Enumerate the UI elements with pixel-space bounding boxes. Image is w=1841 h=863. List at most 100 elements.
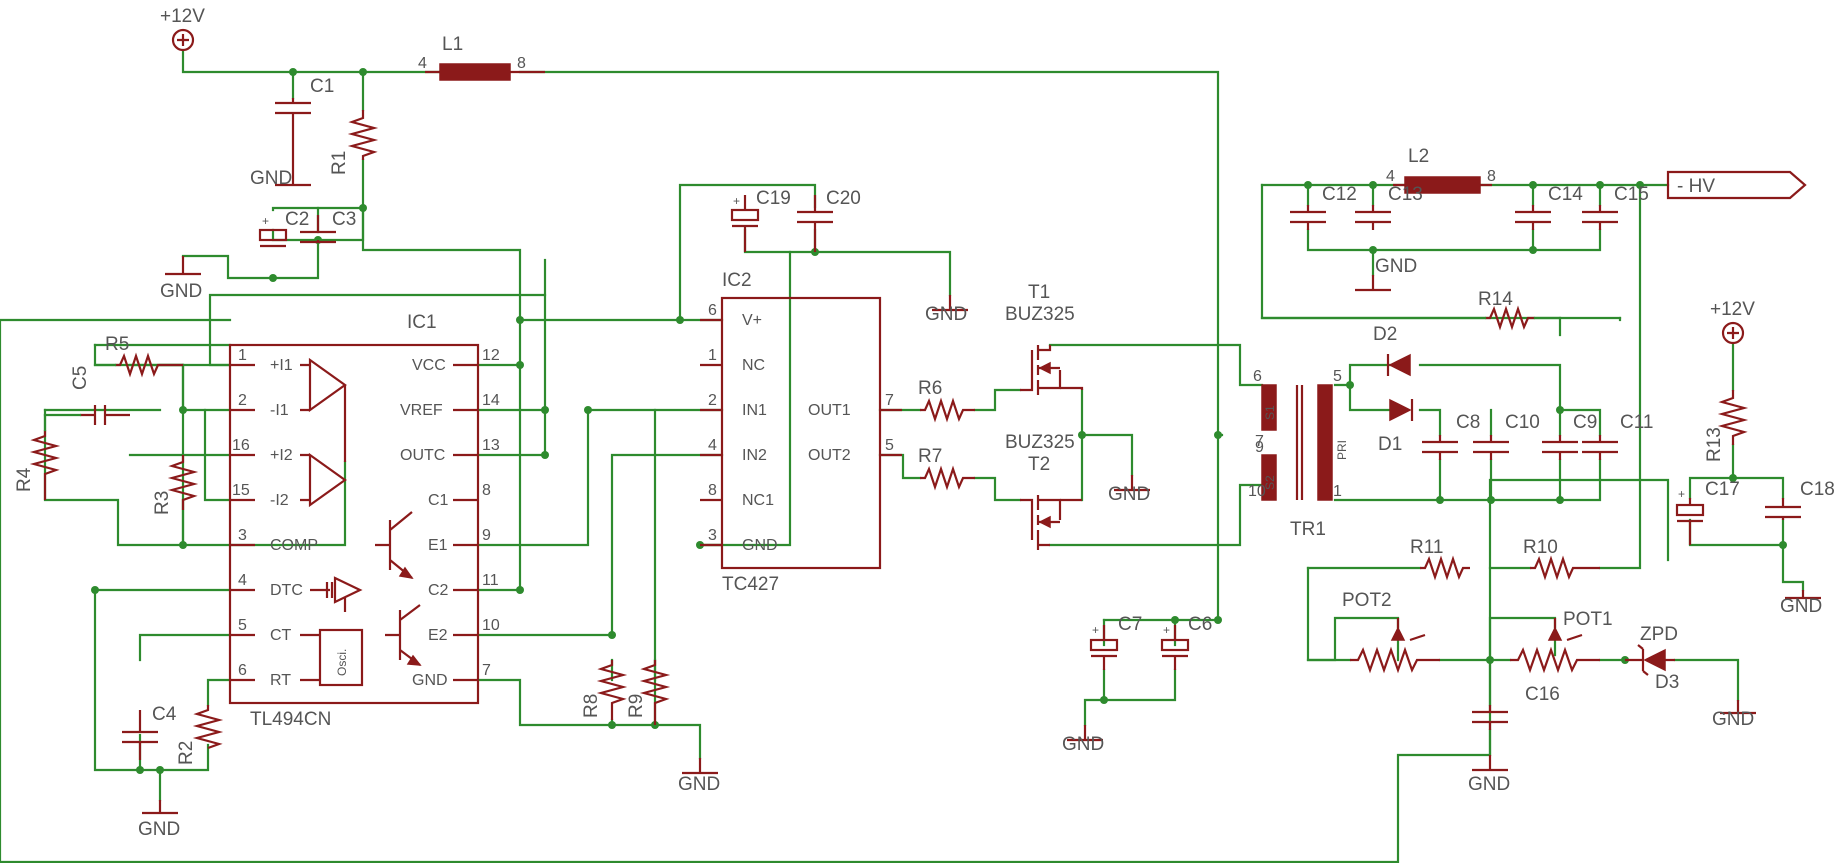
svg-text:7: 7 (885, 392, 894, 409)
svg-text:13: 13 (482, 437, 500, 454)
svg-text:C8: C8 (1456, 412, 1480, 433)
svg-text:+: + (262, 214, 269, 228)
junctions (91, 68, 1787, 774)
svg-text:R7: R7 (918, 446, 942, 467)
svg-text:T1: T1 (1028, 282, 1050, 303)
svg-text:3: 3 (708, 527, 717, 544)
svg-text:15: 15 (232, 482, 250, 499)
svg-text:L1: L1 (442, 34, 463, 55)
svg-text:8: 8 (708, 482, 717, 499)
svg-text:2: 2 (238, 392, 247, 409)
svg-text:OUT2: OUT2 (808, 447, 851, 464)
svg-text:E1: E1 (428, 537, 448, 554)
svg-text:VREF: VREF (400, 402, 443, 419)
svg-text:+: + (1678, 487, 1685, 501)
svg-text:GND: GND (925, 304, 967, 325)
svg-text:5: 5 (885, 437, 894, 454)
svg-text:7: 7 (482, 662, 491, 679)
svg-text:R9: R9 (626, 694, 647, 718)
svg-text:C11: C11 (1620, 412, 1653, 433)
svg-text:PRI: PRI (1335, 440, 1349, 460)
transformer-tr1: 6 7 9 10 5 1 S1 S2 PRI TR1 (1248, 368, 1349, 540)
svg-text:+12V: +12V (1710, 299, 1755, 320)
svg-text:NC1: NC1 (742, 492, 774, 509)
svg-text:C20: C20 (826, 188, 861, 209)
svg-text:8: 8 (1487, 168, 1496, 185)
svg-text:E2: E2 (428, 627, 448, 644)
svg-text:GND: GND (1375, 256, 1417, 277)
svg-text:D2: D2 (1373, 324, 1397, 345)
mosfet-t1: T1 BUZ325 (1005, 282, 1084, 395)
svg-text:-I2: -I2 (270, 492, 289, 509)
svg-text:L2: L2 (1408, 146, 1429, 167)
svg-text:3: 3 (238, 527, 247, 544)
svg-text:C1: C1 (310, 76, 334, 97)
svg-text:S1: S1 (1263, 405, 1277, 420)
svg-text:4: 4 (1386, 168, 1395, 185)
svg-text:C6: C6 (1188, 614, 1212, 635)
inductor-l2: L2 4 8 (1386, 146, 1496, 194)
svg-text:8: 8 (517, 55, 526, 72)
pot1: POT1 (1510, 609, 1613, 674)
svg-text:12: 12 (482, 347, 500, 364)
svg-text:R10: R10 (1523, 537, 1558, 558)
svg-text:T2: T2 (1028, 454, 1050, 475)
svg-text:+: + (1163, 623, 1170, 637)
svg-text:- HV: - HV (1677, 176, 1715, 197)
svg-text:C2: C2 (428, 582, 449, 599)
svg-text:C10: C10 (1505, 412, 1540, 433)
svg-text:5: 5 (238, 617, 247, 634)
svg-text:R4: R4 (14, 467, 35, 492)
gnd-symbols: GND GND GND GND GND GND GND GND GND GND … (138, 158, 1822, 840)
svg-text:Osci.: Osci. (335, 649, 349, 676)
svg-text:TC427: TC427 (722, 574, 779, 595)
svg-text:7: 7 (1255, 433, 1264, 450)
resistors: R1 R5 R4 R3 R2 R6 R7 R8 R9 R14 R11 (14, 110, 1749, 765)
svg-text:CT: CT (270, 627, 292, 644)
svg-text:VCC: VCC (412, 357, 446, 374)
svg-text:C2: C2 (285, 209, 309, 230)
svg-text:C15: C15 (1614, 184, 1649, 205)
svg-text:C7: C7 (1118, 614, 1142, 635)
svg-text:C3: C3 (332, 209, 356, 230)
svg-text:GND: GND (678, 774, 720, 795)
svg-text:GND: GND (138, 819, 180, 840)
svg-text:C12: C12 (1322, 184, 1357, 205)
svg-text:4: 4 (708, 437, 717, 454)
svg-text:+: + (733, 194, 740, 208)
svg-text:+I2: +I2 (270, 447, 293, 464)
svg-text:-I1: -I1 (270, 402, 289, 419)
svg-text:IN1: IN1 (742, 402, 767, 419)
svg-text:10: 10 (1248, 483, 1266, 500)
svg-text:GND: GND (1712, 709, 1754, 730)
svg-text:R5: R5 (105, 334, 129, 355)
svg-text:R14: R14 (1478, 289, 1513, 310)
supply-12v-right: +12V (1710, 299, 1755, 345)
svg-text:COMP: COMP (270, 537, 318, 554)
svg-text:R2: R2 (176, 741, 197, 765)
svg-text:8: 8 (482, 482, 491, 499)
svg-text:IC2: IC2 (722, 270, 752, 291)
svg-text:RT: RT (270, 672, 291, 689)
svg-text:DTC: DTC (270, 582, 303, 599)
svg-text:C17: C17 (1705, 479, 1740, 500)
svg-text:R13: R13 (1704, 427, 1725, 462)
inductor-l1: L1 4 8 (418, 34, 545, 81)
svg-text:S2: S2 (1263, 475, 1277, 490)
svg-text:C5: C5 (70, 366, 91, 390)
svg-text:GND: GND (160, 281, 202, 302)
ic1-tl494: IC1 TL494CN 1 +I1 2 -I1 16 +I2 15 -I2 3 … (228, 312, 500, 730)
diode-d2: D2 (1373, 324, 1411, 377)
supply-12v-top: +12V (160, 6, 205, 52)
svg-text:+I1: +I1 (270, 357, 293, 374)
svg-text:4: 4 (418, 55, 427, 72)
svg-text:+12V: +12V (160, 6, 205, 27)
ic2-tc427: IC2 TC427 6 V+ 1 NC 2 IN1 4 IN2 8 NC1 3 … (700, 270, 902, 595)
svg-text:IC1: IC1 (407, 312, 437, 333)
svg-text:NC: NC (742, 357, 765, 374)
svg-text:C4: C4 (152, 704, 177, 725)
diode-d1: D1 (1378, 398, 1414, 455)
svg-text:D3: D3 (1655, 672, 1679, 693)
svg-text:2: 2 (708, 392, 717, 409)
